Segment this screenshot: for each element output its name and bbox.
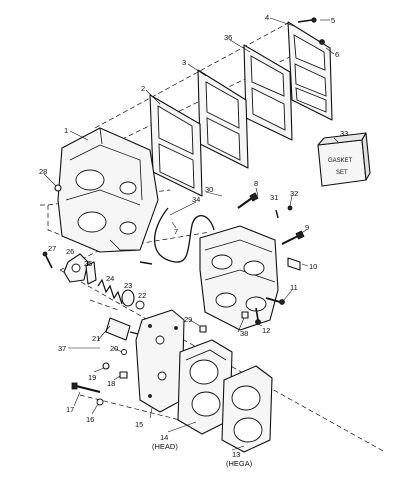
callout-15: 15 (135, 420, 143, 429)
callout-25: 25 (84, 259, 92, 268)
bolt-17 (71, 382, 101, 393)
gasket-25 (85, 261, 97, 285)
gasket-36 (243, 44, 293, 141)
plate-3 (197, 69, 249, 169)
callout-2: 2 (141, 84, 145, 93)
bolt-8 (237, 192, 259, 209)
callout-16: 16 (86, 415, 94, 424)
bolt-9 (281, 230, 305, 245)
callout-3: 3 (182, 58, 186, 67)
gasket-4 (287, 21, 333, 121)
leader-lines (43, 17, 339, 451)
gasket-set-line2: SET (336, 170, 348, 176)
callout-30: 30 (205, 185, 213, 194)
gasket-set-box-33: GASKET SET (317, 132, 371, 187)
clip-34 (139, 261, 153, 265)
plug-38 (241, 311, 249, 319)
washer-20 (121, 349, 127, 355)
callout-19: 19 (88, 373, 96, 382)
callout-37: 37 (58, 344, 66, 353)
callout-12: 12 (262, 326, 270, 335)
callout-labels: 1 2 3 4 5 6 7 8 9 10 11 12 13 14 15 16 1… (39, 13, 348, 468)
callout-4: 4 (265, 13, 269, 22)
callout-14: 14 (160, 433, 168, 442)
callout-1: 1 (64, 126, 68, 135)
callout-13: 13 (232, 450, 240, 459)
grommet-19 (102, 362, 110, 370)
callout-32: 32 (290, 189, 298, 198)
callout-5: 5 (331, 16, 335, 25)
bypass-housing (199, 225, 279, 331)
callout-10: 10 (309, 262, 317, 271)
screws-31-32 (275, 205, 293, 219)
washer-16 (96, 398, 104, 406)
callout-28: 28 (39, 167, 47, 176)
fitting-10 (287, 257, 301, 271)
sublabel-head: (HEAD) (152, 442, 178, 451)
callout-26: 26 (66, 247, 74, 256)
cover-plate-15 (135, 309, 185, 413)
callout-18: 18 (107, 379, 115, 388)
bolt-5 (297, 17, 317, 23)
screw-6 (319, 39, 325, 45)
sublabel-hega: (HEGA) (226, 459, 253, 468)
thermostat-23 (121, 289, 135, 307)
callout-17: 17 (66, 405, 74, 414)
head-gasket-13 (221, 365, 273, 453)
callout-11: 11 (290, 283, 298, 292)
callout-29: 29 (184, 315, 192, 324)
callout-24: 24 (106, 274, 114, 283)
callout-21: 21 (92, 334, 100, 343)
screw-12 (255, 307, 261, 325)
fitting-29 (199, 325, 207, 333)
callout-7: 7 (174, 227, 178, 236)
callout-27: 27 (48, 244, 56, 253)
callout-36: 36 (224, 33, 232, 42)
callout-33: 33 (340, 129, 348, 138)
callout-23: 23 (124, 281, 132, 290)
callout-38: 38 (240, 329, 248, 338)
callout-20: 20 (110, 344, 118, 353)
fitting-18 (119, 371, 128, 379)
crankcase-1 (57, 127, 159, 253)
callout-8: 8 (254, 179, 258, 188)
cylinder-head-14 (177, 339, 233, 435)
callout-9: 9 (305, 223, 309, 232)
spring-24 (97, 278, 123, 305)
bolt-11 (265, 297, 285, 305)
callout-6: 6 (335, 50, 339, 59)
seal-22 (135, 300, 145, 310)
callout-31: 31 (270, 193, 278, 202)
screw-27 (42, 251, 53, 269)
callout-22: 22 (138, 291, 146, 300)
gasket-2 (149, 94, 203, 197)
hose-7 (153, 207, 215, 263)
callout-34: 34 (192, 195, 200, 204)
gasket-set-line1: GASKET (328, 158, 353, 164)
cover-26 (63, 253, 89, 283)
grommet-28 (54, 184, 62, 192)
